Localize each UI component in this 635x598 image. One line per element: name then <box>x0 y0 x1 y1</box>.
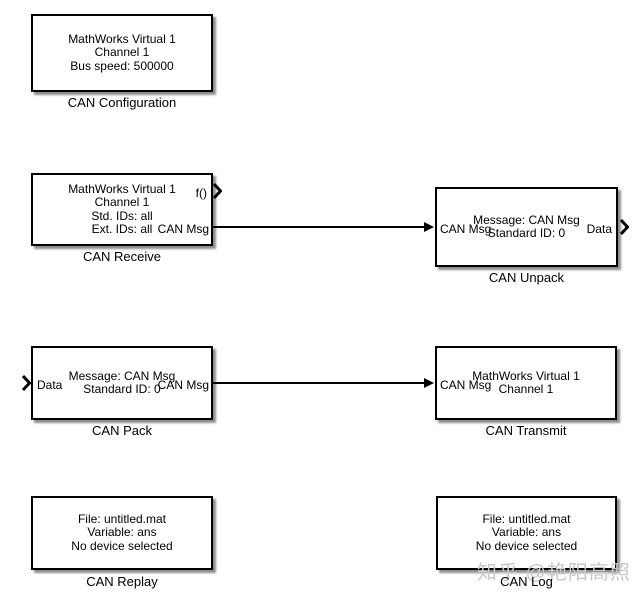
block-text-line: Variable: ans <box>87 525 157 540</box>
block-can-transmit[interactable]: MathWorks Virtual 1 Channel 1 CAN Msg <box>435 346 617 420</box>
block-text-line: No device selected <box>475 538 578 553</box>
block-text-line: Standard ID: 0 <box>83 382 161 396</box>
block-body-text: MathWorks Virtual 1 Channel 1 Bus speed:… <box>33 16 211 90</box>
block-label-can-transmit[interactable]: CAN Transmit <box>485 423 567 438</box>
wire-arrowhead-icon <box>424 222 434 232</box>
port-label-msg-out: CAN Msg <box>157 222 209 236</box>
block-can-replay[interactable]: File: untitled.mat Variable: ans No devi… <box>31 496 213 570</box>
block-can-pack[interactable]: Message: CAN Msg Standard ID: 0 Data CAN… <box>31 346 213 420</box>
wire-arrowhead-icon <box>424 378 434 388</box>
output-port-chevron-icon[interactable] <box>212 182 222 200</box>
block-label-can-replay[interactable]: CAN Replay <box>86 574 158 589</box>
block-can-configuration[interactable]: MathWorks Virtual 1 Channel 1 Bus speed:… <box>31 14 213 92</box>
block-label-can-receive[interactable]: CAN Receive <box>82 249 162 264</box>
block-text-line: Variable: ans <box>491 525 562 540</box>
block-label-can-configuration[interactable]: CAN Configuration <box>67 95 177 110</box>
port-label-function-out: f() <box>195 186 207 200</box>
block-text-line: Channel 1 <box>94 195 150 209</box>
block-text-line: Standard ID: 0 <box>487 226 566 240</box>
block-label-can-unpack[interactable]: CAN Unpack <box>488 270 565 285</box>
wire-receive-to-unpack[interactable] <box>212 226 424 228</box>
block-text-line: Bus speed: 500000 <box>70 58 174 73</box>
block-text-line: File: untitled.mat <box>482 511 571 526</box>
wire-pack-to-transmit[interactable] <box>212 382 424 384</box>
block-text-line: MathWorks Virtual 1 <box>68 31 176 46</box>
port-label-msg-out: CAN Msg <box>157 378 209 392</box>
block-text-line: Channel 1 <box>94 45 150 60</box>
port-label-data-in: Data <box>37 378 63 392</box>
block-text-line: MathWorks Virtual 1 <box>68 181 176 196</box>
block-body-text: File: untitled.mat Variable: ans No devi… <box>33 498 211 568</box>
zhihu-watermark: 知乎 @艳阳高照 <box>477 562 631 584</box>
port-label-msg-in: CAN Msg <box>440 222 492 236</box>
block-text-line: No device selected <box>71 538 173 553</box>
block-text-line: Ext. IDs: all <box>91 222 153 236</box>
block-label-can-log[interactable]: CAN Log <box>500 574 553 589</box>
block-can-unpack[interactable]: Message: CAN Msg Standard ID: 0 CAN Msg … <box>435 187 618 267</box>
output-port-chevron-icon[interactable] <box>619 218 629 236</box>
block-text-line: Std. IDs: all <box>91 208 153 223</box>
port-label-msg-in: CAN Msg <box>440 378 492 392</box>
block-label-can-pack[interactable]: CAN Pack <box>92 423 152 438</box>
block-text-line: Channel 1 <box>498 382 554 396</box>
block-can-receive[interactable]: MathWorks Virtual 1 Channel 1 Std. IDs: … <box>31 173 213 246</box>
input-port-chevron-icon[interactable] <box>21 374 31 392</box>
port-label-data-out: Data <box>586 222 612 236</box>
block-text-line: File: untitled.mat <box>77 511 167 526</box>
